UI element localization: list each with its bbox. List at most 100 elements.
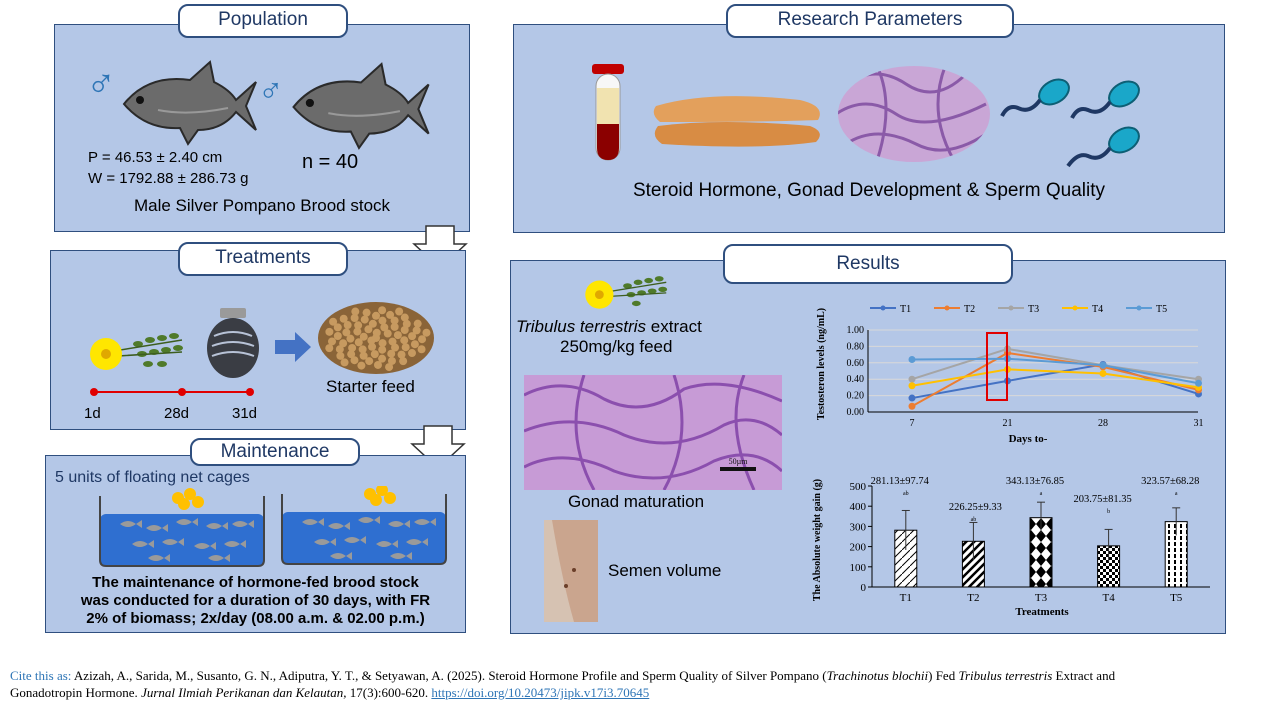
y-tick-label: 0.80 bbox=[847, 341, 865, 352]
fish-icon-1 bbox=[122, 60, 257, 146]
net-cage-units: 5 units of floating net cages bbox=[55, 469, 250, 486]
fish-icon bbox=[358, 516, 380, 524]
citation-text: Gonadotropin Hormone. bbox=[10, 685, 142, 700]
maintenance-desc-1: The maintenance of hormone-fed brood sto… bbox=[92, 574, 419, 591]
y-tick-label: 0.40 bbox=[847, 374, 865, 385]
y-tick-label: 0.60 bbox=[847, 358, 865, 369]
y-tick-label: 400 bbox=[850, 501, 867, 513]
hormone-bottle-icon bbox=[207, 308, 259, 378]
gonad-icon bbox=[653, 96, 820, 147]
gonad-label: Gonad maturation bbox=[568, 492, 705, 511]
legend-label: T3 bbox=[1028, 304, 1039, 315]
tribulus-plant-icon bbox=[585, 276, 668, 309]
fish-icon bbox=[176, 518, 198, 526]
data-point-T4 bbox=[1099, 369, 1107, 377]
fish-icon bbox=[330, 552, 352, 560]
sperm-icon bbox=[1000, 78, 1140, 168]
maintenance-desc-3: 2% of biomass; 2x/day (08.00 a.m. & 02.0… bbox=[86, 610, 425, 627]
legend-label: T2 bbox=[964, 304, 975, 315]
parameters-title: Research Parameters bbox=[726, 4, 1014, 38]
treatments-title: Treatments bbox=[178, 242, 348, 276]
fish-icon bbox=[148, 554, 170, 562]
x-tick-label: T3 bbox=[1035, 592, 1048, 604]
histology-icon bbox=[838, 66, 990, 162]
x-tick-label: 7 bbox=[910, 418, 915, 429]
value-label: 343.13±76.85 bbox=[1006, 476, 1064, 487]
line-chart-ylabel: Testosteron levels (ng/mL) bbox=[816, 308, 827, 420]
starter-feed-label: Starter feed bbox=[326, 377, 415, 396]
extract-suffix: extract bbox=[646, 317, 702, 336]
fish-icon bbox=[414, 518, 436, 526]
male-symbol-2: ♂ bbox=[258, 72, 284, 110]
data-point-T4 bbox=[908, 382, 916, 390]
significance-letter: b bbox=[1107, 509, 1110, 515]
citation-journal: Jurnal Ilmiah Perikanan dan Kelautan, bbox=[141, 685, 347, 700]
y-tick-label: 100 bbox=[850, 562, 867, 574]
fish-icon bbox=[328, 522, 350, 530]
male-symbol-1: ♂ bbox=[86, 62, 116, 106]
y-tick-label: 0 bbox=[861, 582, 867, 594]
maintenance-desc-2: was conducted for a duration of 30 days,… bbox=[80, 592, 431, 609]
citation-text: ) Fed bbox=[928, 668, 959, 683]
significance-letter: a bbox=[1040, 491, 1043, 497]
data-point-T5 bbox=[1195, 379, 1202, 387]
fish-icon bbox=[194, 542, 216, 550]
y-tick-label: 500 bbox=[850, 481, 867, 493]
citation-text: 17(3):600-620. bbox=[346, 685, 432, 700]
x-tick-label: T2 bbox=[967, 592, 979, 604]
y-tick-label: 300 bbox=[850, 521, 867, 533]
semen-image bbox=[544, 520, 598, 622]
fish-icon bbox=[146, 524, 168, 532]
data-point-T2 bbox=[908, 402, 916, 410]
starter-feed-icon bbox=[318, 302, 434, 374]
extract-species: Tribulus terrestris bbox=[516, 317, 647, 336]
data-point-T5 bbox=[1099, 361, 1107, 369]
dose-label: 250mg/kg feed bbox=[560, 337, 673, 356]
value-label: 203.75±81.35 bbox=[1073, 494, 1131, 505]
series-line-T4 bbox=[911, 368, 1199, 389]
maintenance-title: Maintenance bbox=[190, 438, 360, 466]
fish-icon bbox=[388, 520, 410, 528]
tribulus-plant-icon bbox=[90, 333, 183, 370]
fish-icon bbox=[390, 552, 412, 560]
population-caption: Male Silver Pompano Brood stock bbox=[133, 196, 391, 215]
gonad-histology-image: 50µm bbox=[524, 375, 782, 490]
legend-marker bbox=[1136, 305, 1142, 311]
citation: Cite this as: Azizah, A., Sarida, M., Su… bbox=[10, 667, 1274, 701]
data-point-T5 bbox=[908, 356, 916, 364]
citation-text: Extract and bbox=[1052, 668, 1116, 683]
data-point-T1 bbox=[908, 394, 916, 402]
x-tick-label: 31 bbox=[1194, 418, 1204, 429]
x-tick-label: T1 bbox=[900, 592, 912, 604]
value-label: 281.13±97.74 bbox=[871, 476, 930, 487]
w-stat: W = 1792.88 ± 286.73 g bbox=[88, 170, 249, 187]
p-stat: P = 46.53 ± 2.40 cm bbox=[88, 149, 223, 166]
legend-marker bbox=[880, 305, 886, 311]
legend-marker bbox=[1008, 305, 1014, 311]
legend-label: T1 bbox=[900, 304, 911, 315]
legend-label: T4 bbox=[1092, 304, 1103, 315]
series-line-T2 bbox=[911, 351, 1199, 408]
results-title: Results bbox=[723, 244, 1013, 284]
significance-letter: a bbox=[1175, 491, 1178, 497]
population-title: Population bbox=[178, 4, 348, 38]
legend-marker bbox=[1072, 305, 1078, 311]
doi-link[interactable]: https://doi.org/10.20473/jipk.v17i3.7064… bbox=[431, 685, 650, 700]
fish-icon bbox=[302, 518, 324, 526]
y-tick-label: 1.00 bbox=[847, 325, 865, 336]
citation-label: Cite this as: bbox=[10, 668, 72, 683]
x-tick-label: 21 bbox=[1003, 418, 1013, 429]
data-point-T3 bbox=[908, 375, 916, 383]
value-label: 323.57±68.28 bbox=[1141, 476, 1199, 487]
timeline-label-2: 28d bbox=[164, 405, 190, 422]
semen-label: Semen volume bbox=[608, 561, 722, 580]
y-tick-label: 0.20 bbox=[847, 391, 865, 402]
blood-tube-icon bbox=[592, 64, 624, 161]
fish-icon bbox=[132, 540, 154, 548]
net-cage-icon-2 bbox=[281, 486, 447, 565]
fish-icon bbox=[120, 520, 142, 528]
fish-icon bbox=[376, 540, 398, 548]
fish-icon bbox=[208, 554, 230, 562]
